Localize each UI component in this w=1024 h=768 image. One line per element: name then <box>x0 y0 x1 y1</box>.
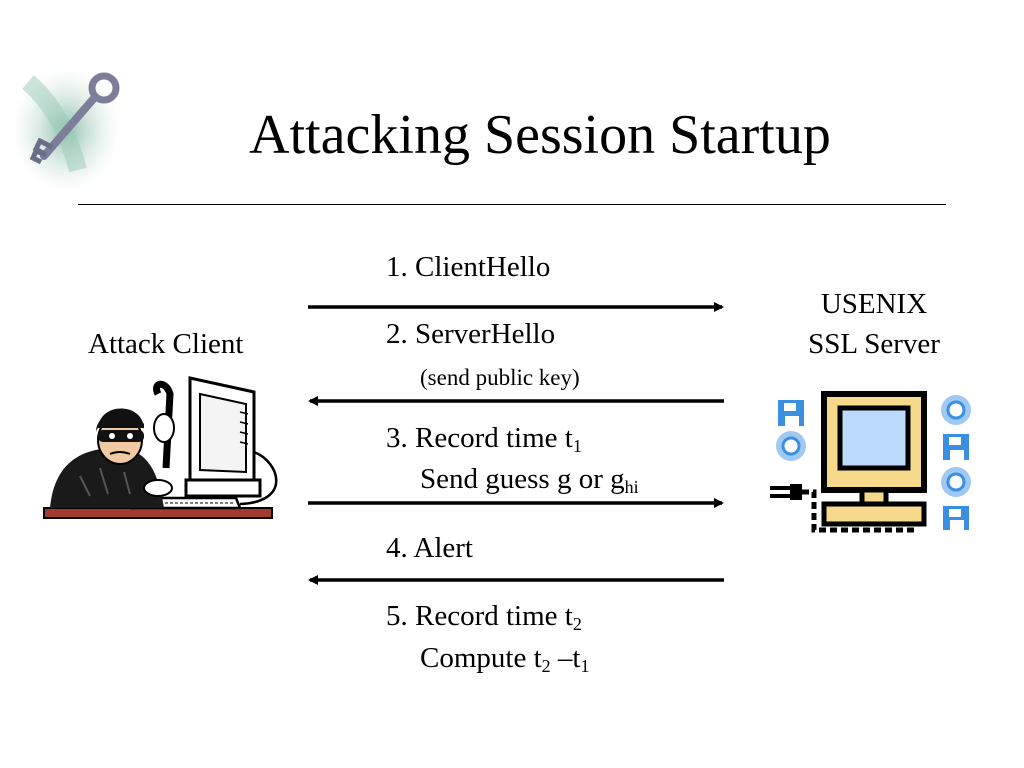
step-3-text: 3. Record time t <box>386 422 573 454</box>
save-badge-icon-2 <box>943 434 969 460</box>
client-label: Attack Client <box>88 328 244 360</box>
save-badge-icon <box>778 400 804 426</box>
key-logo <box>8 52 128 192</box>
client-illustration <box>40 372 280 524</box>
step-5-line2: Compute t2 –t1 <box>420 640 589 676</box>
hacker-at-computer-icon <box>43 376 278 519</box>
step-3-guess-text: Send guess g or g <box>420 463 625 495</box>
server-computer-icon <box>770 391 971 533</box>
server-illustration <box>766 388 976 538</box>
disc-badge-icon <box>776 431 806 461</box>
server-label-line1: USENIX <box>820 288 928 320</box>
step-5-compute-sub-b: 1 <box>580 656 590 677</box>
step-5-text: 5. Record time t <box>386 600 573 632</box>
disc-badge-icon-2 <box>941 395 971 425</box>
step-3-line2: Send guess g or ghi <box>420 461 639 497</box>
server-label: USENIX SSL Server <box>792 284 956 364</box>
save-badge-icon-3 <box>943 506 969 530</box>
step-5-line1: 5. Record time t2 <box>386 598 582 634</box>
step-5-minus-text: –t <box>550 642 581 674</box>
step-5-subscript: 2 <box>572 614 582 635</box>
key-icon <box>12 68 120 192</box>
step-4-label: 4. Alert <box>386 532 473 564</box>
step-3-line1: 3. Record time t1 <box>386 420 582 456</box>
step-3-subscript: 1 <box>572 436 582 457</box>
disc-badge-icon-3 <box>941 467 971 497</box>
step-5-compute-sub-a: 2 <box>541 656 551 677</box>
title-divider <box>78 204 946 205</box>
slide-title: Attacking Session Startup <box>249 104 831 166</box>
step-2-note: (send public key) <box>420 365 580 390</box>
server-label-line2: SSL Server <box>808 328 940 360</box>
step-2-label: 2. ServerHello <box>386 318 556 350</box>
step-3-guess-subscript: hi <box>624 477 639 498</box>
step-1-label: 1. ClientHello <box>386 251 551 283</box>
step-5-compute-text: Compute t <box>420 642 542 674</box>
